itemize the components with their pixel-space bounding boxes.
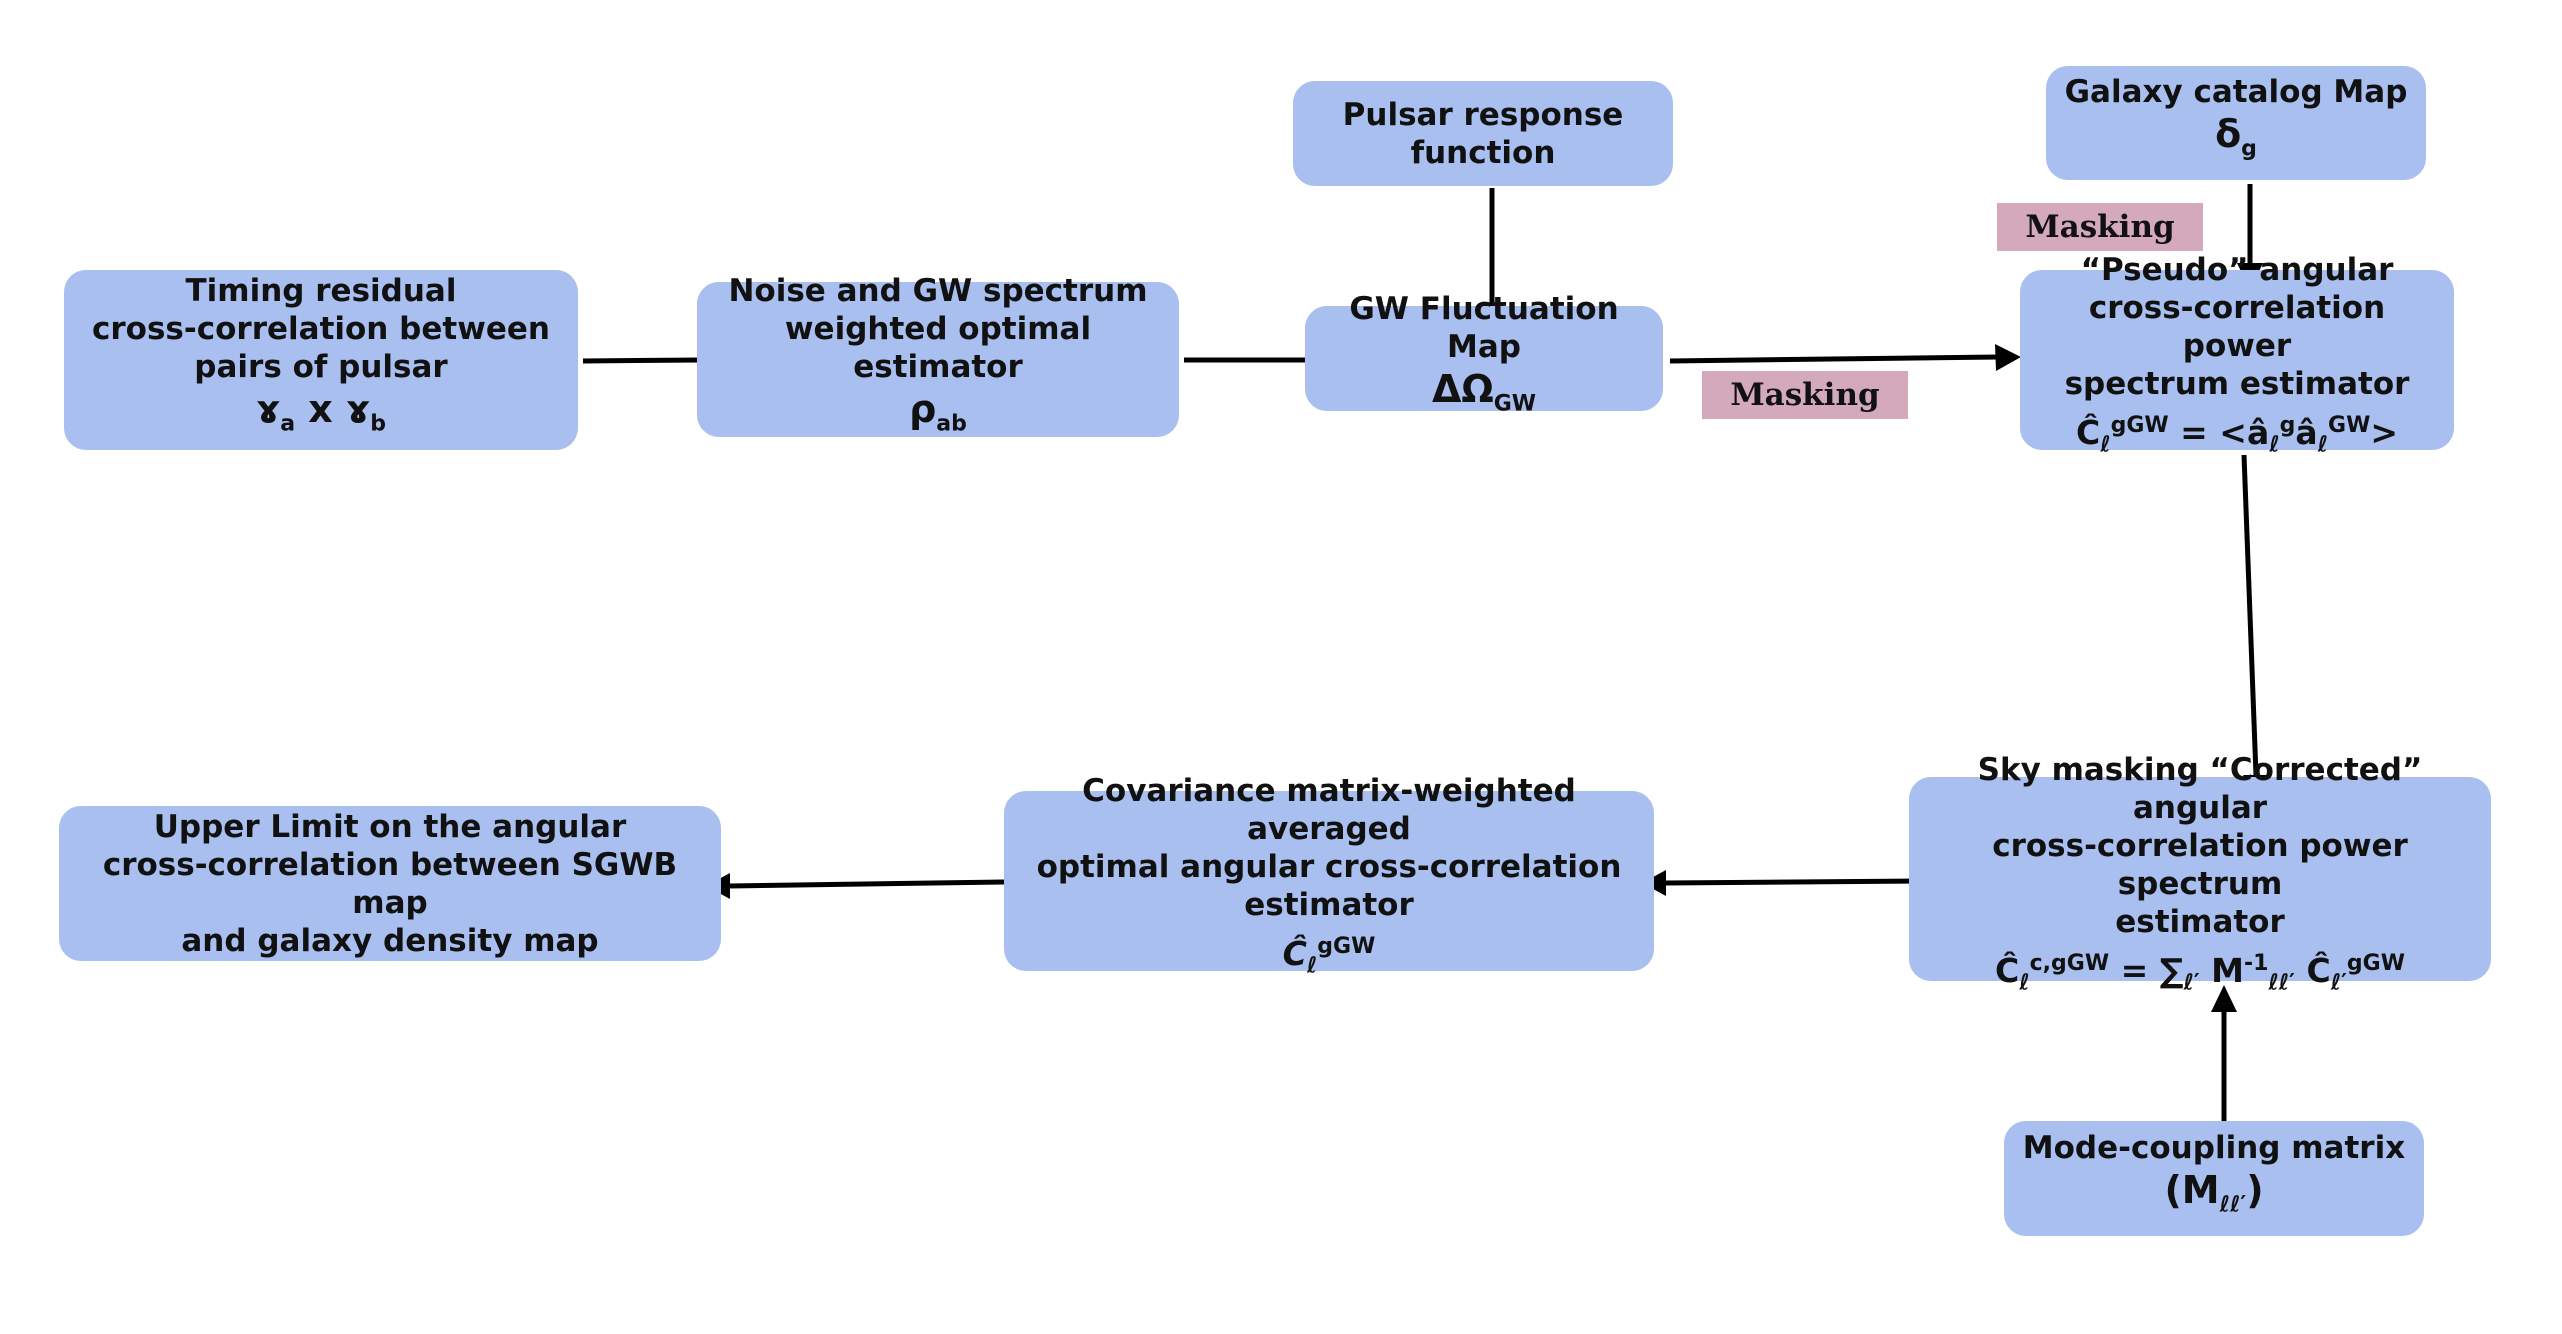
noise-symbol: ρab <box>909 386 967 437</box>
corrected-symbol: Ĉℓc,gGW = ∑ℓ′ M-1ℓℓ′ Ĉℓ′gGW <box>1995 951 2405 996</box>
arrow-timing-to-noise <box>582 357 701 364</box>
pseudo-estimator-node: “Pseudo” angular cross-correlation power… <box>2020 252 2454 458</box>
timing-line-3: pairs of pulsar <box>194 349 448 386</box>
covariance-line-1: Covariance matrix-weighted averaged <box>1082 773 1576 848</box>
upper-line-3: and galaxy density map <box>181 922 599 959</box>
corrected-line-2: cross-correlation power spectrum <box>1992 828 2408 903</box>
covariance-estimator-node: Covariance matrix-weighted averaged opti… <box>1004 773 1654 979</box>
pseudo-line-2: cross-correlation power <box>2088 290 2386 365</box>
corrected-line-1: Sky masking “Corrected” angular <box>1977 752 2423 827</box>
pseudo-line-3: spectrum estimator <box>2064 366 2410 403</box>
timing-line-2: cross-correlation between <box>92 311 550 348</box>
corrected-line-3: estimator <box>2115 904 2285 941</box>
gw-fluctuation-map-node: GW Fluctuation Map ΔΩGW <box>1305 291 1663 416</box>
gwmap-symbol: ΔΩGW <box>1431 366 1537 417</box>
masking-tag-galaxy: Masking <box>1997 203 2203 251</box>
covariance-symbol: ĈℓgGW <box>1282 934 1376 979</box>
covariance-line-3: estimator <box>1244 887 1414 924</box>
pulsar-line-1: Pulsar response <box>1342 96 1624 133</box>
noise-line-1: Noise and GW spectrum <box>728 272 1148 309</box>
pulsar-response-node: Pulsar response function <box>1293 81 1673 186</box>
pseudo-line-1: “Pseudo” angular <box>2080 252 2394 289</box>
pseudo-symbol: ĈℓgGW = <âℓgâℓGW> <box>2075 413 2399 458</box>
masking-tag-gwmap: Masking <box>1702 371 1908 419</box>
mode-line-1: Mode-coupling matrix <box>2022 1129 2406 1166</box>
upper-line-2: cross-correlation between SGWB map <box>102 846 678 921</box>
arrow-pseudo-to-corrected <box>2241 454 2259 776</box>
timing-symbol: ɤa x ɤb <box>256 387 386 437</box>
galaxy-line-1: Galaxy catalog Map <box>2064 74 2408 111</box>
covariance-line-2: optimal angular cross-correlation <box>1036 849 1622 886</box>
pulsar-line-2: function <box>1410 134 1556 171</box>
arrowhead-corrected-covariance <box>1642 870 1666 896</box>
arrow-covariance-to-upper <box>729 879 1005 889</box>
timing-residual-node: Timing residual cross-correlation betwee… <box>64 270 578 450</box>
optimal-estimator-node: Noise and GW spectrum weighted optimal e… <box>697 273 1179 437</box>
corrected-estimator-node: Sky masking “Corrected” angular cross-co… <box>1909 752 2491 996</box>
arrowhead-mode-corrected <box>2211 985 2237 1012</box>
gwmap-line-1: GW Fluctuation Map <box>1349 290 1619 365</box>
noise-line-2: weighted optimal estimator <box>784 310 1092 385</box>
timing-line-1: Timing residual <box>185 273 457 310</box>
mode-symbol: (Mℓℓ′) <box>2164 1167 2264 1218</box>
arrow-gwmap-to-pseudo <box>1669 354 1999 364</box>
mode-coupling-node: Mode-coupling matrix (Mℓℓ′) <box>2004 1121 2424 1236</box>
upper-limit-node: Upper Limit on the angular cross-correla… <box>59 806 721 961</box>
upper-line-1: Upper Limit on the angular <box>153 808 627 845</box>
arrowhead-gwmap-pseudo <box>1995 344 2021 371</box>
galaxy-catalog-node: Galaxy catalog Map δg <box>2046 66 2426 180</box>
galaxy-symbol: δg <box>2215 112 2257 162</box>
arrow-corrected-to-covariance <box>1665 878 1917 886</box>
